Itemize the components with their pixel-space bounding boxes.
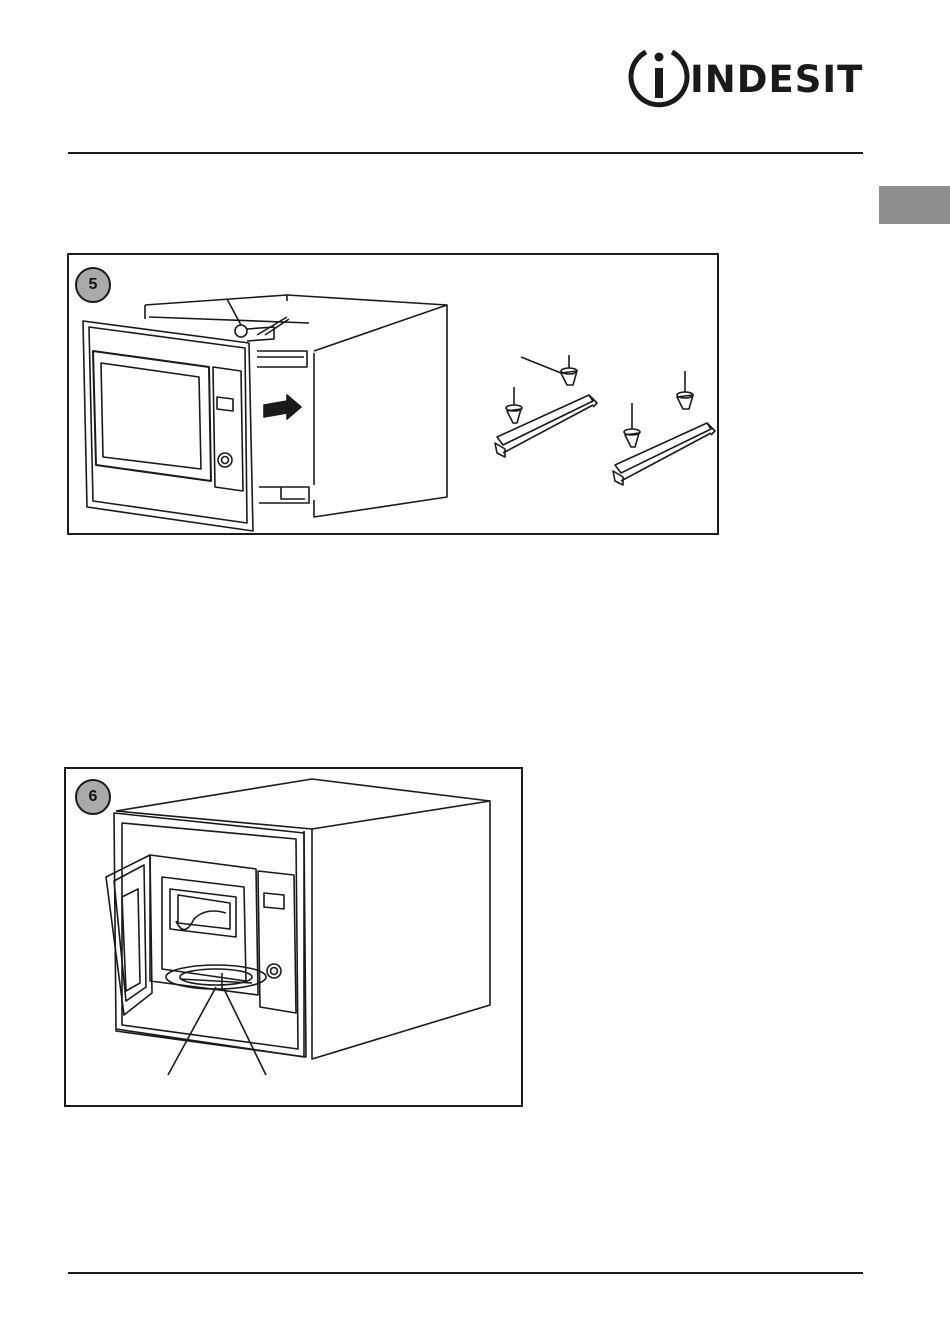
indesit-i-circle-icon [624,46,694,112]
figure-5: 5 [67,253,719,535]
language-side-tab [879,186,950,224]
header-rule [68,152,863,154]
figure-6-number-badge: 6 [75,779,111,815]
figure-5-number-badge: 5 [75,267,111,303]
figure-6-illustration [66,769,523,1107]
figure-6: 6 [64,767,523,1107]
figure-5-illustration [69,255,719,535]
footer-rule [68,1272,863,1274]
brand-name: INDESIT [690,58,863,102]
